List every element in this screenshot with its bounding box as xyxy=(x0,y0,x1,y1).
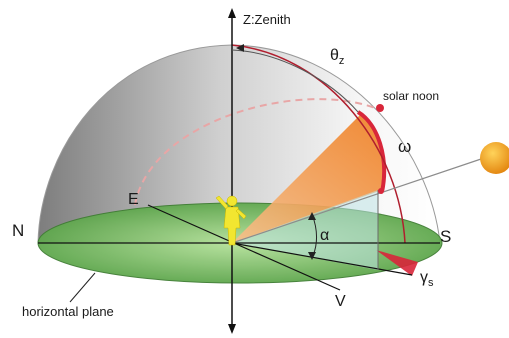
horizontal-plane-pointer xyxy=(69,272,96,303)
sun-icon xyxy=(480,142,509,174)
observer-figure-icon xyxy=(215,195,247,246)
hour-angle-arc xyxy=(356,110,387,193)
east-west-axis xyxy=(147,204,341,291)
nadir-arrow-icon xyxy=(228,324,236,334)
hour-angle-label: ω xyxy=(398,137,411,156)
solar-noon-label: solar noon xyxy=(383,89,439,103)
azimuth-line xyxy=(231,242,413,276)
east-label: E xyxy=(128,191,139,208)
zenith-arrow-icon xyxy=(228,8,236,18)
zenith-angle-label: θz xyxy=(330,47,344,67)
horizontal-plane-label: horizontal plane xyxy=(22,304,114,319)
altitude-angle-label: α xyxy=(320,227,329,244)
west-label: V xyxy=(335,293,346,310)
altitude-triangle xyxy=(232,190,378,270)
zenith-angle-arc xyxy=(231,49,359,113)
meridian-arc xyxy=(231,44,406,244)
south-label: S xyxy=(440,227,451,246)
zenith-angle-arrow-icon xyxy=(236,44,244,52)
sun-elevation-wedge xyxy=(232,115,384,243)
altitude-arrow-up-icon xyxy=(308,212,316,220)
azimuth-wedge xyxy=(376,250,418,276)
altitude-arrow-down-icon xyxy=(308,252,316,260)
zenith-label: Z:Zenith xyxy=(243,12,291,27)
azimuth-angle-label: γs xyxy=(420,269,434,289)
sun-ray-line xyxy=(231,157,485,244)
solar-noon-point xyxy=(376,104,384,112)
north-label: N xyxy=(12,221,24,240)
sun-position-point xyxy=(378,188,384,194)
